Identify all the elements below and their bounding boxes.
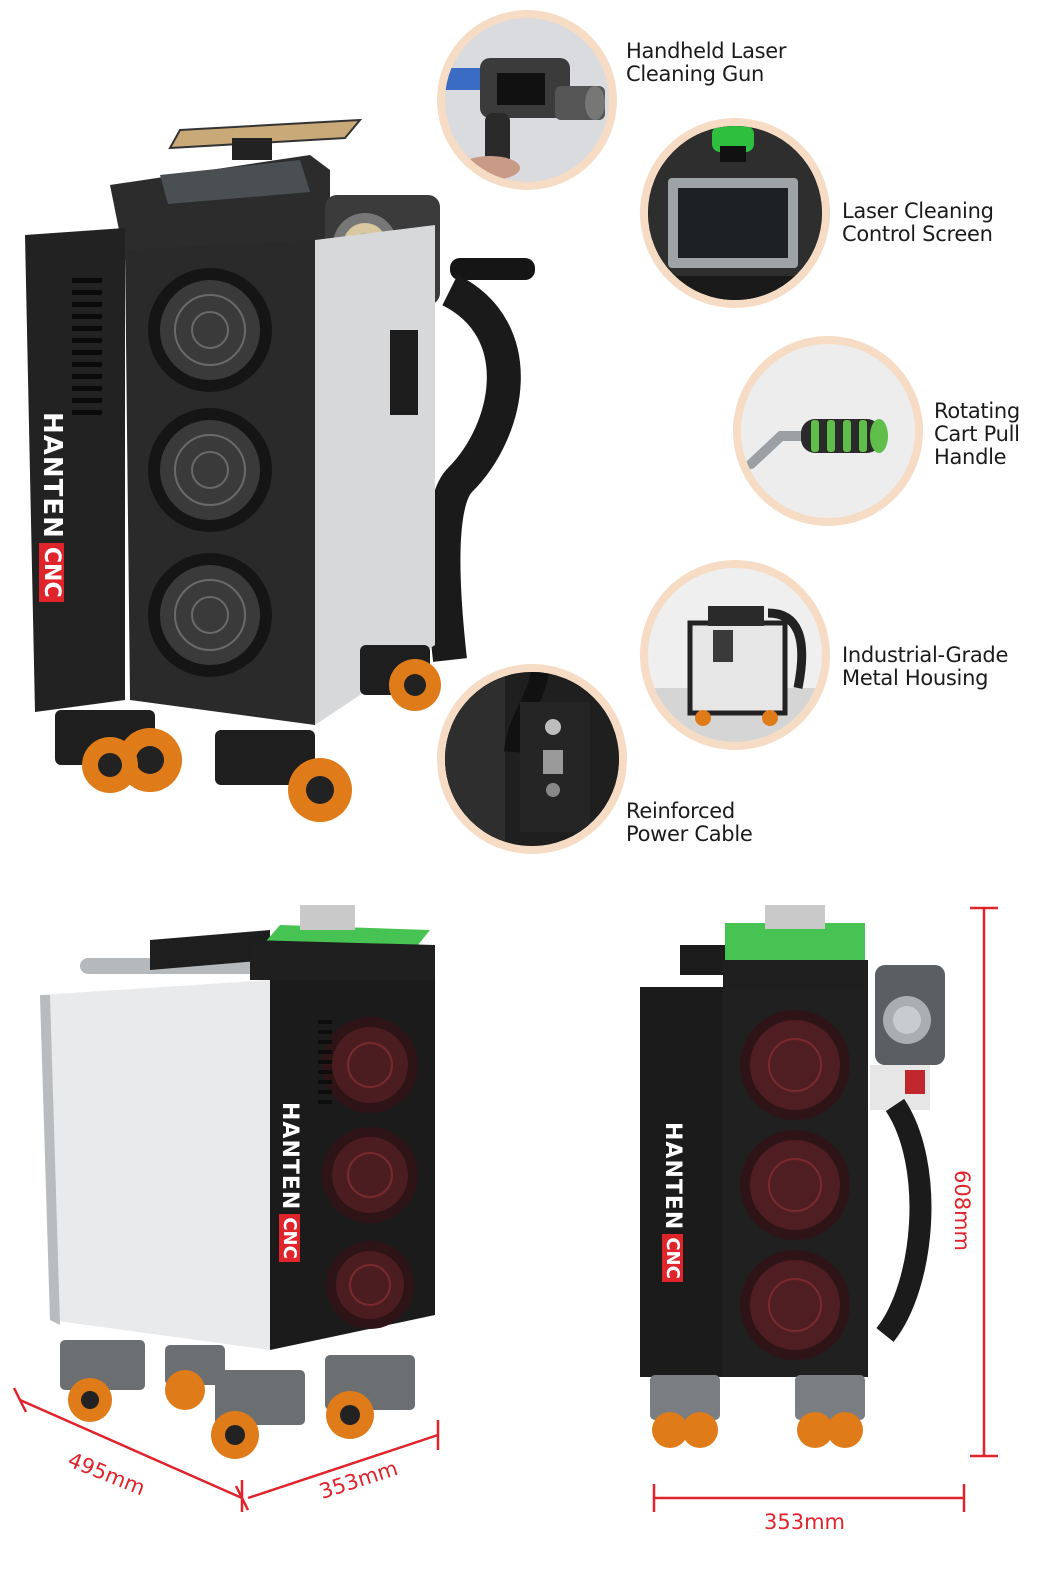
side-brand-name: HANTEN bbox=[277, 1102, 303, 1211]
pull-handle-icon bbox=[746, 419, 888, 469]
feature-circle-metal-housing bbox=[640, 560, 830, 750]
side-brand-logo: HANTEN CNC bbox=[273, 1102, 307, 1312]
feature-circle-control-screen bbox=[640, 118, 830, 308]
dimension-front-width: 353mm bbox=[764, 1510, 845, 1534]
brand-suffix: CNC bbox=[39, 542, 65, 602]
power-cable-icon bbox=[445, 672, 619, 846]
front-view-image: HANTEN CNC bbox=[635, 905, 975, 1465]
feature-label-metal-housing: Industrial-Grade Metal Housing bbox=[842, 643, 1009, 690]
feature-label-control-screen: Laser Cleaning Control Screen bbox=[842, 199, 994, 246]
main-product-image: HANTEN CNC bbox=[10, 100, 550, 840]
laser-gun-icon bbox=[445, 58, 605, 180]
feature-circle-laser-gun bbox=[437, 10, 617, 190]
dimension-lines-left bbox=[12, 1387, 440, 1512]
brand-logo: HANTEN CNC bbox=[32, 412, 72, 612]
control-screen-icon bbox=[648, 126, 822, 300]
feature-circle-pull-handle bbox=[733, 336, 923, 526]
brand-name: HANTEN bbox=[37, 412, 67, 539]
side-brand-suffix: CNC bbox=[279, 1214, 301, 1262]
feature-circle-power-cable bbox=[437, 664, 627, 854]
metal-housing-icon bbox=[648, 606, 822, 742]
dimension-height: 608mm bbox=[950, 1170, 974, 1251]
side-view-image: HANTEN CNC bbox=[30, 900, 450, 1470]
dimension-lines-right bbox=[652, 906, 998, 1512]
feature-label-power-cable: Reinforced Power Cable bbox=[626, 799, 753, 846]
feature-label-pull-handle: Rotating Cart Pull Handle bbox=[934, 399, 1020, 469]
feature-label-laser-gun: Handheld Laser Cleaning Gun bbox=[626, 39, 787, 86]
